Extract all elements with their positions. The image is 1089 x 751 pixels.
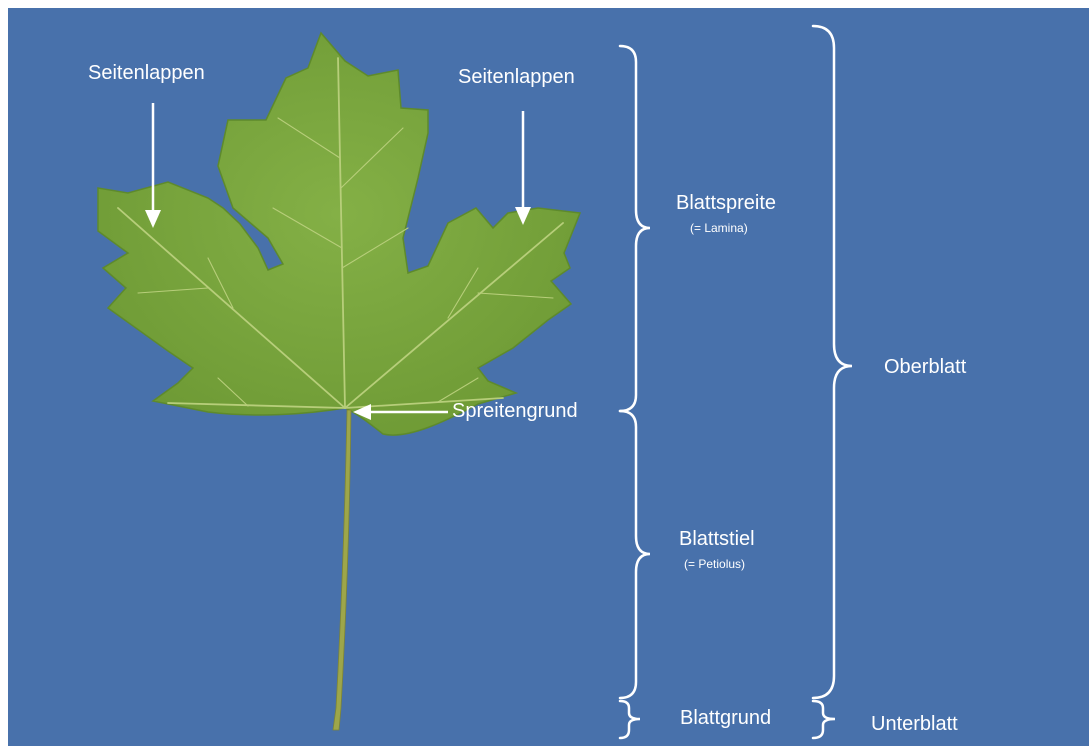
label-blattstiel: Blattstiel [679, 528, 755, 551]
label-lobe-right: Seitenlappen [458, 66, 575, 89]
brace-blattgrund [620, 701, 640, 738]
brace-oberblatt [813, 26, 852, 698]
label-blattspreite: Blattspreite [676, 192, 776, 215]
annotation-braces [620, 26, 852, 738]
label-oberblatt: Oberblatt [884, 356, 966, 379]
label-blattgrund: Blattgrund [680, 707, 771, 730]
label-lamina: (= Lamina) [690, 221, 748, 235]
petiole-stalk [333, 410, 351, 730]
brace-unterblatt [813, 701, 835, 738]
label-petiolus: (= Petiolus) [684, 557, 745, 571]
label-spreitengrund: Spreitengrund [452, 400, 578, 423]
label-unterblatt: Unterblatt [871, 713, 958, 736]
brace-blattspreite [620, 46, 650, 411]
label-lobe-left: Seitenlappen [88, 62, 205, 85]
brace-blattstiel [620, 411, 650, 698]
diagram-canvas: Seitenlappen Seitenlappen Blattspreite (… [8, 8, 1089, 746]
